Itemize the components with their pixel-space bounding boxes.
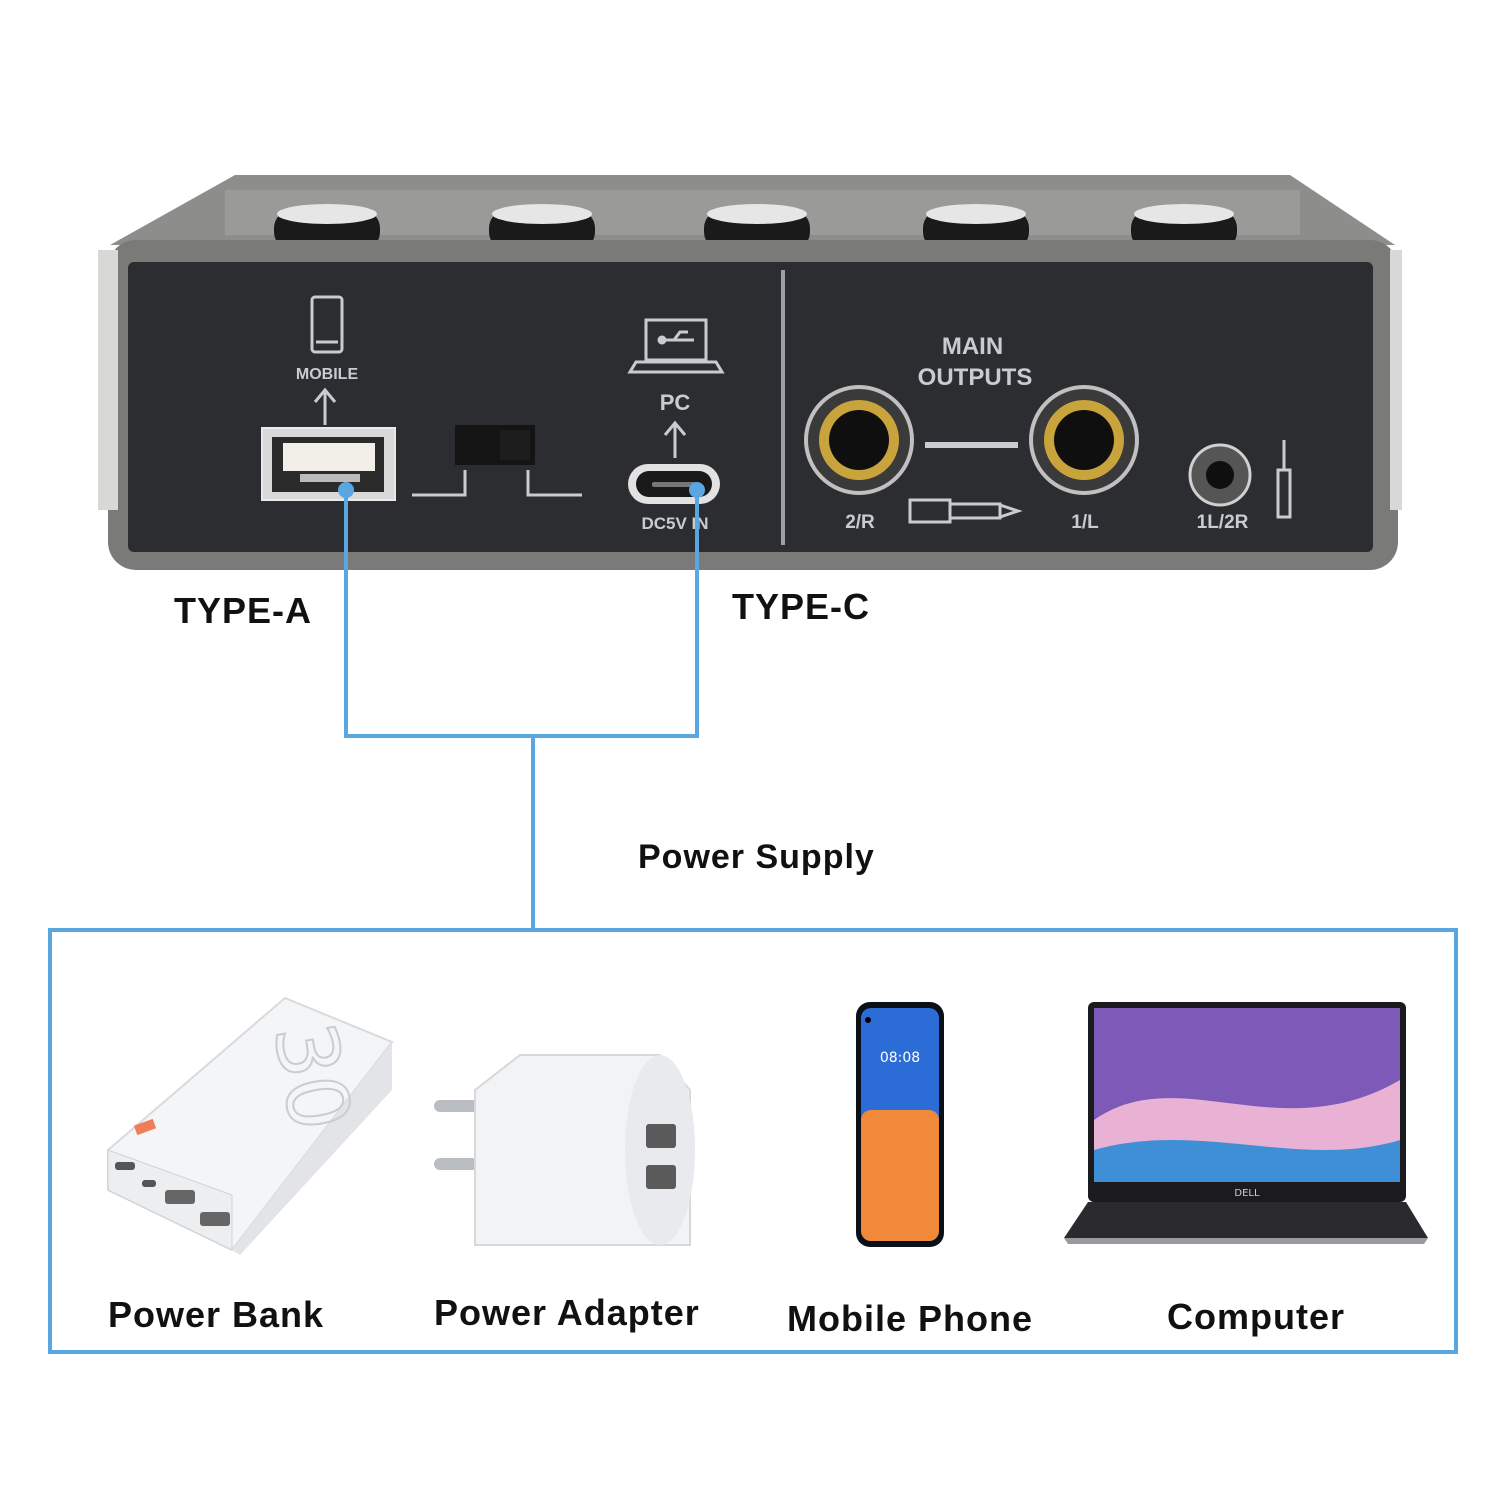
jack-left-label: 1/L xyxy=(1071,512,1099,533)
usb-a-port[interactable] xyxy=(261,427,396,501)
dc-input-label: DC5V IN xyxy=(641,514,709,533)
jack-2r[interactable] xyxy=(804,385,914,495)
mini-plug-icon xyxy=(1276,440,1292,519)
arrow-up-icon xyxy=(663,420,687,458)
connection-diagram xyxy=(338,482,705,928)
mobile-phone-label: Mobile Phone xyxy=(787,1298,1033,1339)
pc-label: PC xyxy=(659,390,691,415)
computer-image: DELL xyxy=(1064,1002,1428,1244)
connection-dot-type-a xyxy=(338,482,354,498)
switch[interactable] xyxy=(412,425,582,497)
headphone-label: 1L/2R xyxy=(1196,512,1249,533)
connector-line-type-a-to-type-c xyxy=(344,490,699,738)
main-outputs-label-line2: OUTPUTS xyxy=(917,364,1033,391)
connection-dot-type-c xyxy=(689,482,705,498)
mobile-icon xyxy=(310,295,344,354)
power-adapter-image xyxy=(434,1054,695,1246)
arrow-up-icon xyxy=(313,387,337,425)
phone-clock-text: 08:08 xyxy=(880,1050,920,1066)
laptop-brand-text: DELL xyxy=(1234,1188,1260,1199)
power-supply-label: Power Supply xyxy=(638,838,875,876)
main-outputs-label-line1: MAIN xyxy=(941,333,1004,360)
quarter-inch-plug-icon xyxy=(908,498,1023,524)
jack-right-label: 2/R xyxy=(845,512,875,533)
audio-interface-rear-panel xyxy=(98,175,1402,570)
type-a-callout: TYPE-A xyxy=(174,590,313,631)
power-supply-box xyxy=(48,928,1458,1354)
headphone-jack[interactable] xyxy=(1188,443,1252,507)
power-bank-label: Power Bank xyxy=(108,1294,325,1335)
mobile-label: MOBILE xyxy=(295,366,359,383)
computer-label: Computer xyxy=(1167,1296,1345,1337)
power-bank-capacity-text: 30 xyxy=(255,1015,370,1137)
mobile-phone-image: 08:08 xyxy=(856,1002,944,1247)
power-adapter-label: Power Adapter xyxy=(434,1292,700,1333)
laptop-usb-icon xyxy=(627,318,725,374)
power-bank-image: 30 xyxy=(107,996,394,1255)
jack-1l[interactable] xyxy=(1029,385,1139,495)
type-c-callout: TYPE-C xyxy=(732,586,871,627)
